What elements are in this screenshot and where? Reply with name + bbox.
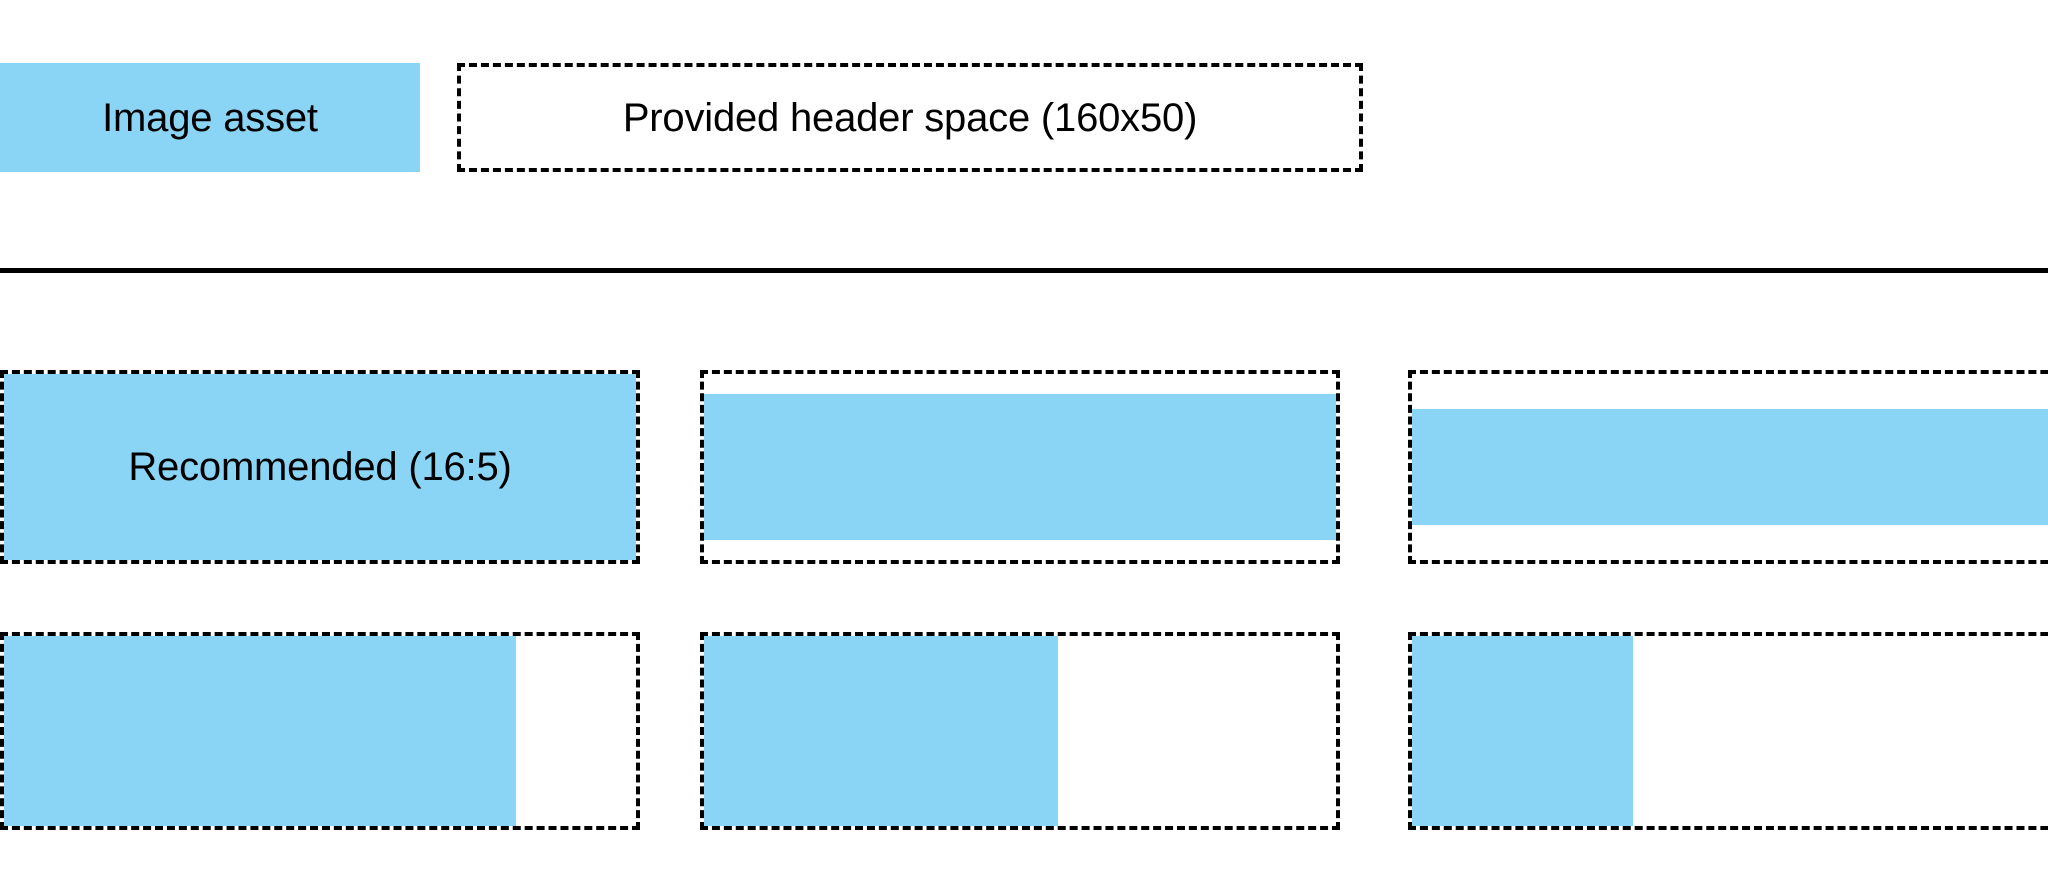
- ratio-cell-row2-col2: [700, 632, 1340, 830]
- image-asset-swatch: Image asset: [0, 63, 420, 172]
- provided-header-space-box: Provided header space (160x50): [457, 63, 1363, 172]
- ratio-cell-row1-col2: [700, 370, 1340, 564]
- asset-fill-row1-col2: [704, 393, 1336, 541]
- section-divider: [0, 268, 2048, 273]
- header-band: Image asset Provided header space (160x5…: [0, 0, 2048, 270]
- asset-fill-row2-col1: [4, 636, 516, 826]
- ratio-cell-row2-col1: [0, 632, 640, 830]
- asset-fill-row1-col1: [4, 374, 636, 560]
- ratio-cell-row2-col3: [1408, 632, 2048, 830]
- ratio-cell-row1-col1: Recommended (16:5): [0, 370, 640, 564]
- asset-fill-row1-col3: [1412, 409, 2048, 525]
- asset-fill-row2-col3: [1412, 636, 1634, 826]
- asset-fill-row2-col2: [704, 636, 1058, 826]
- provided-header-space-label: Provided header space (160x50): [622, 95, 1198, 140]
- image-asset-label: Image asset: [102, 95, 318, 140]
- ratio-cell-row1-col3: [1408, 370, 2048, 564]
